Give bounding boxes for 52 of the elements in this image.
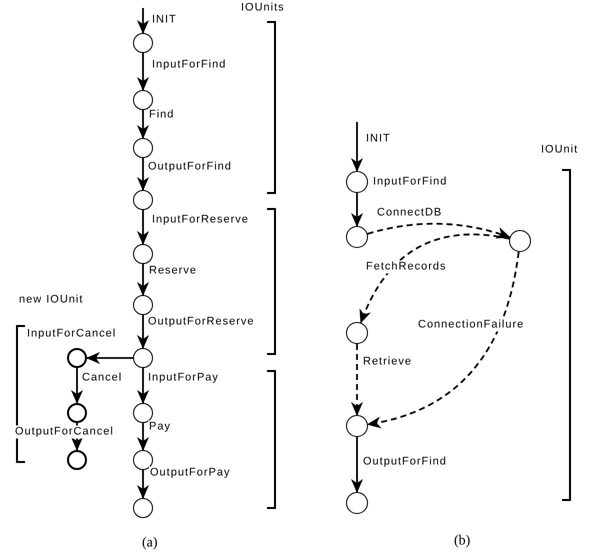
edge-label: ConnectionFailure: [417, 318, 526, 332]
edge-label: InputForFind: [372, 176, 448, 188]
state-circle: [346, 322, 368, 344]
state-circle: [346, 226, 368, 248]
arrow: [137, 423, 149, 451]
state-circle: [67, 450, 87, 470]
arrow: [86, 352, 133, 364]
edge-label: FetchRecords: [365, 260, 448, 274]
state-circle: [133, 244, 153, 264]
edge-label: OutputForFind: [362, 456, 448, 468]
edge-label: InputForReserve: [151, 214, 250, 226]
arrow: [351, 437, 363, 493]
arrow: [137, 368, 149, 404]
state-circle: [133, 138, 153, 158]
arrow: [137, 53, 149, 91]
state-circle: [133, 33, 153, 53]
state-circle: [346, 492, 368, 514]
state-circle: [509, 230, 531, 252]
state-circle: [133, 295, 153, 315]
state-circle: [133, 190, 153, 210]
arrow: [137, 158, 149, 191]
arrow: [137, 264, 149, 296]
edge-label: OutputForFind: [147, 160, 233, 174]
arrow: [137, 210, 149, 245]
edge-label: OutputForCancel: [14, 426, 115, 438]
edge-label: InputForPay: [147, 372, 220, 384]
arrow: [71, 368, 83, 404]
arrow: [137, 315, 149, 349]
state-circle: [346, 415, 368, 437]
arrow: [351, 344, 363, 416]
state-circle: [133, 498, 153, 518]
edge-label: InputForCancel: [26, 328, 118, 340]
state-circle: [67, 403, 87, 423]
edge-label: Pay: [148, 420, 172, 434]
state-circle: [133, 348, 153, 368]
state-circle: [133, 90, 153, 110]
arrow: [137, 8, 149, 34]
arrow: [137, 110, 149, 139]
arrow: [360, 234, 510, 324]
edge-label: OutputForReserve: [147, 316, 256, 328]
state-circle: [346, 171, 368, 193]
edge-label: OutputForPay: [149, 466, 232, 480]
arrow: [366, 252, 520, 428]
arrow: [351, 193, 363, 227]
arrow: [367, 222, 511, 239]
arrow: [137, 470, 149, 499]
panel-caption: (b): [453, 534, 472, 548]
edge-label: InputForFind: [151, 58, 228, 72]
state-circle: [67, 348, 87, 368]
panel-caption: (a): [141, 536, 159, 550]
arrow: [351, 122, 363, 172]
state-circle: [133, 403, 153, 423]
